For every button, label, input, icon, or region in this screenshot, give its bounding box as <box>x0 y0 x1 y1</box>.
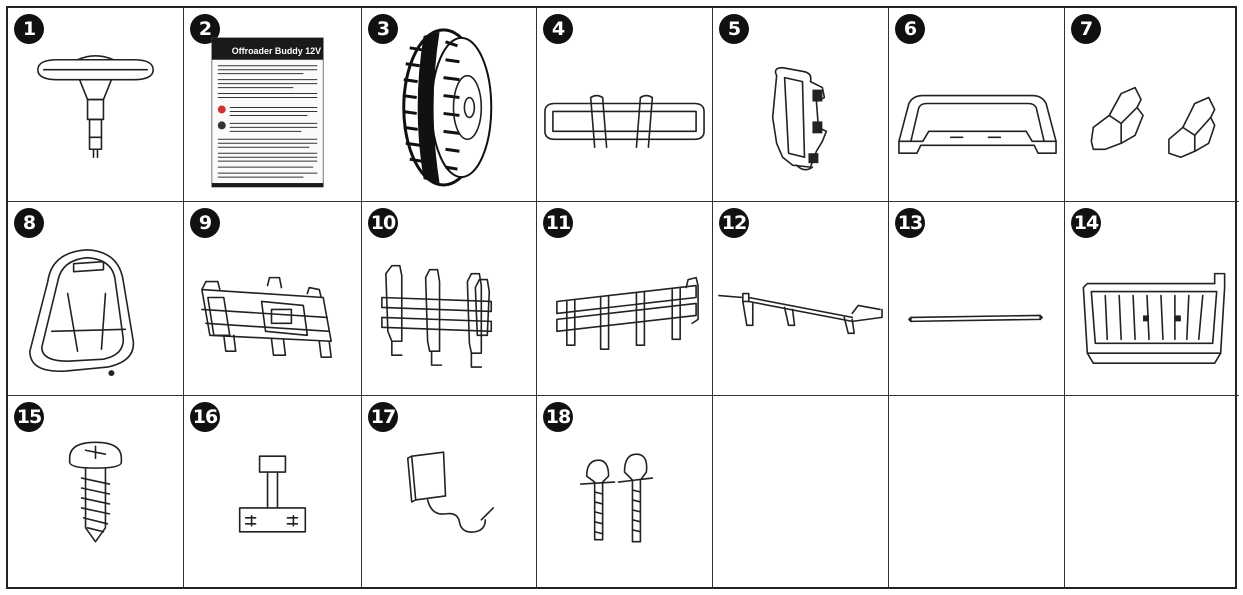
part-number-badge: 9 <box>190 208 220 238</box>
part-number-badge: 18 <box>543 402 573 432</box>
instruction-manual-icon: Offroader Buddy 12V <box>184 8 361 201</box>
rear-rack-icon <box>184 202 361 395</box>
wiring-harness-icon <box>184 396 361 587</box>
side-rail-icon <box>362 202 536 395</box>
part-cell-14: 14 <box>1065 202 1239 396</box>
part-cell-10: 10 <box>362 202 537 396</box>
parts-list-grid: 1 2 Offroader Buddy 12V 3 <box>6 6 1239 589</box>
steering-wheel-icon <box>8 8 183 201</box>
front-bumper-icon <box>537 8 712 201</box>
part-cell-9: 9 <box>184 202 362 396</box>
side-rail-icon <box>537 202 712 395</box>
rear-axle-icon <box>713 202 888 395</box>
part-cell-2: 2 Offroader Buddy 12V <box>184 8 362 202</box>
part-cell-17: 17 <box>362 396 537 587</box>
part-cell-8: 8 <box>8 202 184 396</box>
part-cell-6: 6 <box>889 8 1065 202</box>
part-cell-12: 12 <box>713 202 889 396</box>
part-cell-18: 18 <box>537 396 713 587</box>
part-number-badge: 3 <box>368 14 398 44</box>
manual-title: Offroader Buddy 12V <box>232 46 321 56</box>
roll-bar-icon <box>889 8 1064 201</box>
part-cell-11: 11 <box>537 202 713 396</box>
screw-icon <box>8 396 183 587</box>
part-cell-13: 13 <box>889 202 1065 396</box>
part-number-badge: 12 <box>719 208 749 238</box>
brackets-icon <box>1065 8 1239 201</box>
part-number-badge: 8 <box>14 208 44 238</box>
part-number-badge: 17 <box>368 402 398 432</box>
part-number-badge: 7 <box>1071 14 1101 44</box>
part-number-badge: 1 <box>14 14 44 44</box>
part-number-badge: 5 <box>719 14 749 44</box>
part-number-badge: 15 <box>14 402 44 432</box>
part-number-badge: 16 <box>190 402 220 432</box>
wall-anchors-icon <box>537 396 712 587</box>
part-number-badge: 10 <box>368 208 398 238</box>
part-number-badge: 4 <box>543 14 573 44</box>
wheel-hub-icon <box>713 8 888 201</box>
part-number-badge: 6 <box>895 14 925 44</box>
empty-cell <box>1065 396 1239 587</box>
charger-icon <box>362 396 536 587</box>
part-number-badge: 13 <box>895 208 925 238</box>
part-cell-4: 4 <box>537 8 713 202</box>
part-number-badge: 11 <box>543 208 573 238</box>
part-cell-15: 15 <box>8 396 184 587</box>
front-axle-icon <box>889 202 1064 395</box>
wheel-tire-icon <box>362 8 536 201</box>
part-cell-3: 3 <box>362 8 537 202</box>
part-cell-16: 16 <box>184 396 362 587</box>
part-number-badge: 2 <box>190 14 220 44</box>
part-cell-1: 1 <box>8 8 184 202</box>
part-cell-7: 7 <box>1065 8 1239 202</box>
empty-cell <box>889 396 1065 587</box>
empty-cell <box>713 396 889 587</box>
part-number-badge: 14 <box>1071 208 1101 238</box>
seat-icon <box>8 202 183 377</box>
part-cell-5: 5 <box>713 8 889 202</box>
cargo-bed-icon <box>1065 202 1239 395</box>
